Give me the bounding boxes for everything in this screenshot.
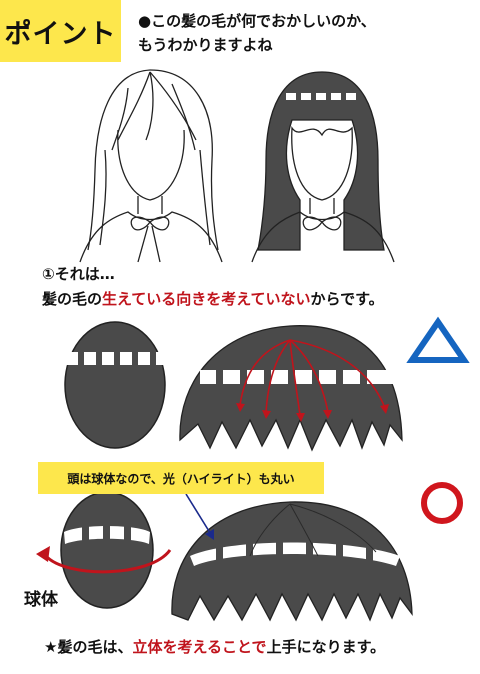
figure-right-filled (251, 71, 395, 263)
section1-reason: 髪の毛の生えている向きを考えていないからです。 (42, 288, 384, 309)
conclusion-before: ★髪の毛は、 (44, 638, 133, 656)
oval-flat-highlight (64, 321, 166, 449)
conclusion-after: 上手になります。 (266, 638, 386, 656)
triangle-marker-icon (406, 316, 470, 363)
circle-marker-icon (421, 482, 463, 524)
intro-line-2: もうわかりますよね (138, 36, 273, 54)
callout-text: 頭は球体なので、光（ハイライト）も丸い (67, 471, 295, 486)
conclusion-highlight: 立体を考えることで (132, 638, 267, 656)
hair-correct-direction (171, 501, 413, 622)
reason-highlight: 生えている向きを考えていない (102, 290, 311, 308)
intro-line-1: ●この髪の毛が何でおかしいのか、 (138, 12, 376, 30)
reason-after: からです。 (310, 290, 384, 308)
hair-wrong-direction (179, 325, 403, 452)
badge-text: ポイント (4, 18, 117, 50)
figure-left-lineart (79, 69, 223, 263)
section1-heading: ①それは… (42, 265, 115, 283)
title-badge: ポイント (0, 0, 121, 62)
callout-box: 頭は球体なので、光（ハイライト）も丸い (38, 462, 324, 494)
callout-arrow (185, 493, 214, 540)
conclusion-line: ★髪の毛は、立体を考えることで上手になります。 (44, 636, 385, 657)
sphere-label: 球体 (24, 590, 58, 610)
reason-before: 髪の毛の (42, 290, 103, 308)
